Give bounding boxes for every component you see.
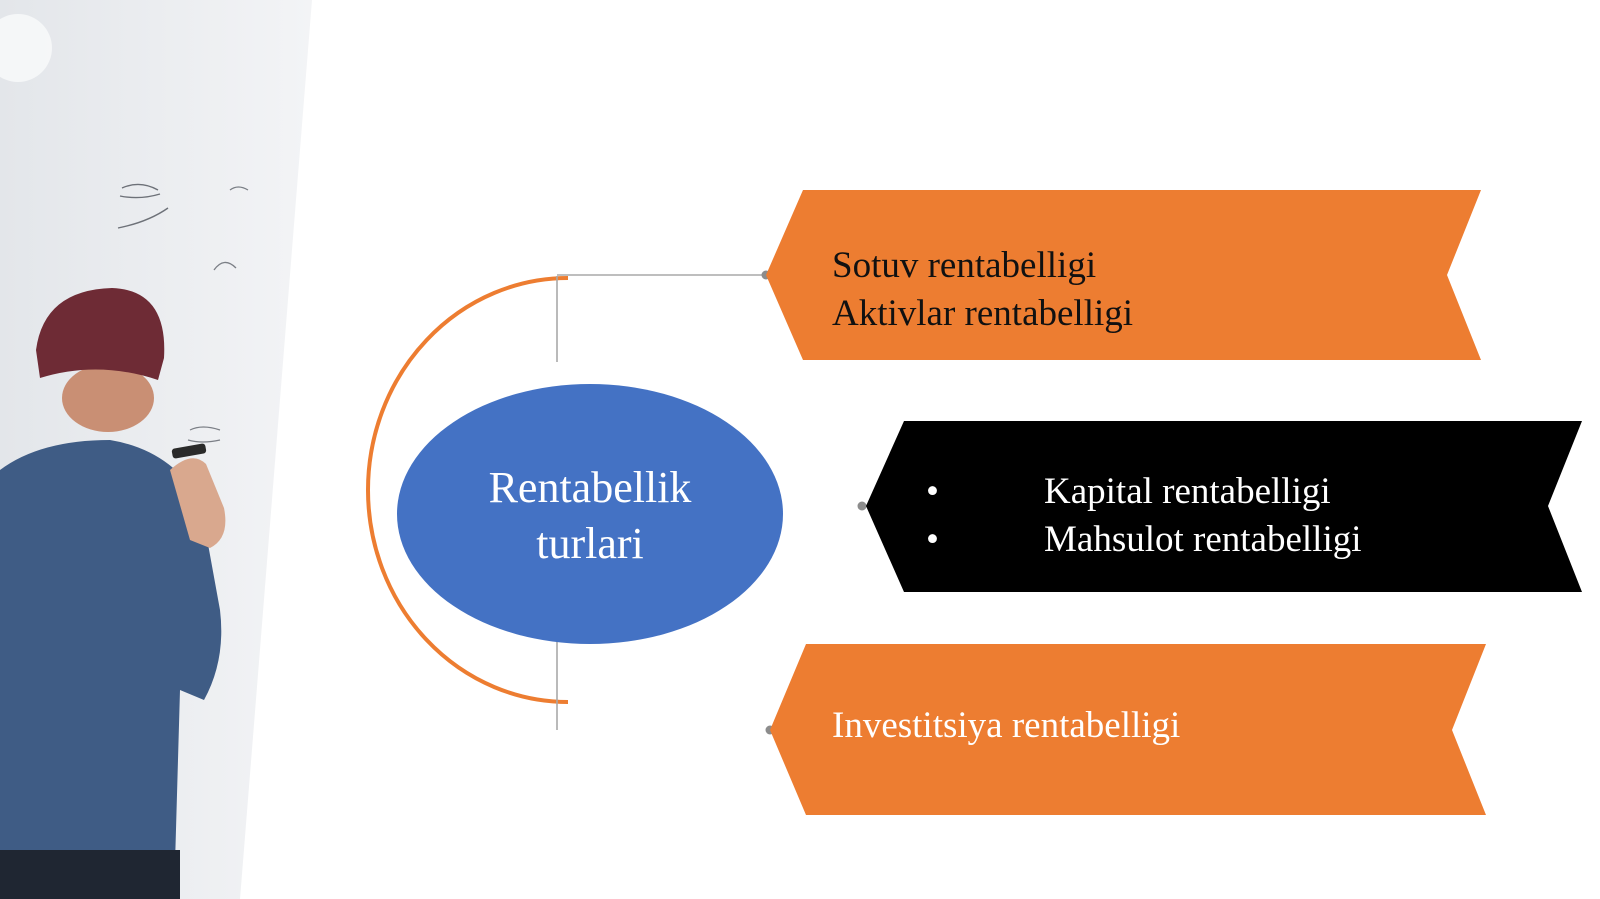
person-head (62, 364, 154, 432)
orange-arc (366, 276, 569, 704)
center-label-line1: Rentabellik (488, 463, 692, 512)
banner-bottom-text: Investitsiya rentabelligi (832, 702, 1180, 750)
banner-middle-item-2: • Mahsulot rentabelligi (926, 516, 1362, 564)
bullet-marker: • (926, 519, 939, 560)
center-ellipse (397, 384, 783, 644)
banner-middle-item-1: • Kapital rentabelligi (926, 468, 1331, 516)
banner-middle-line2: Mahsulot rentabelligi (1044, 519, 1362, 560)
center-label: Rentabellik turlari (440, 460, 740, 572)
connector-dot-middle (857, 501, 867, 511)
whiteboard-photo (0, 0, 312, 899)
banner-top-line1: Sotuv rentabelligi (832, 245, 1097, 286)
banner-top (766, 190, 1481, 360)
banner-bottom (770, 644, 1486, 815)
person-torso (0, 440, 222, 899)
banner-middle-line1: Kapital rentabelligi (1044, 471, 1331, 512)
banner-top-text: Sotuv rentabelligi Aktivlar rentabelligi (832, 242, 1133, 338)
center-label-line2: turlari (536, 519, 644, 568)
banner-middle (866, 421, 1582, 592)
banner-bottom-line1: Investitsiya rentabelligi (832, 705, 1181, 746)
beanie (36, 288, 165, 380)
banner-top-line2: Aktivlar rentabelligi (832, 293, 1134, 334)
bullet-marker: • (926, 471, 939, 512)
